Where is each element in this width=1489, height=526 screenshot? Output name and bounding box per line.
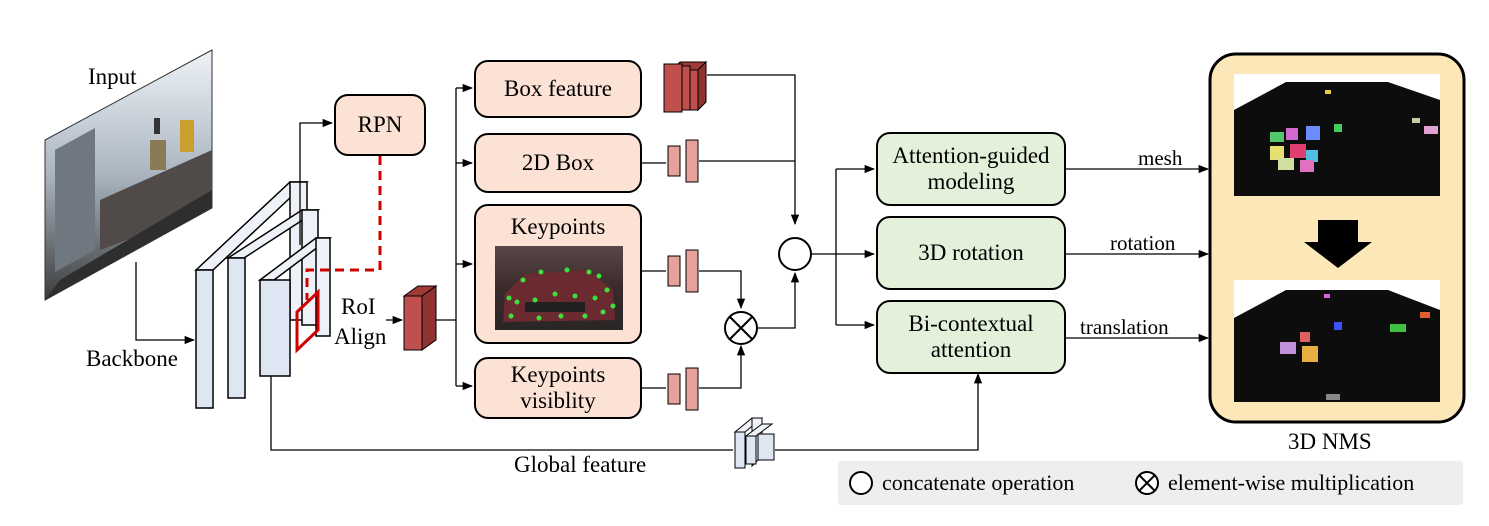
box-feature-maps (663, 60, 708, 113)
legend-concat-label: concatenate operation (882, 470, 1075, 495)
input-image (44, 49, 213, 301)
roi-region (295, 288, 320, 354)
keypoints-head: Keypoints (474, 204, 642, 344)
global-feature-label: Global feature (514, 452, 647, 477)
attention-label-line1: Attention-guided (892, 143, 1050, 168)
fc-2d-box (667, 139, 699, 183)
rpn-box: RPN (334, 94, 426, 156)
input-label: Input (88, 64, 137, 89)
backbone-label: Backbone (86, 346, 178, 371)
rpn-proposal-link (305, 156, 382, 300)
translation-output-label: translation (1080, 315, 1169, 339)
roi-align-label-line2: Align (334, 324, 387, 349)
mesh-output-label: mesh (1138, 146, 1183, 170)
multiply-operation (724, 311, 758, 345)
keypoints-visibility-label-line2: visiblity (520, 388, 596, 413)
legend-multiply-icon (1135, 471, 1159, 495)
attention-guided-modeling-box: Attention-guided modeling (876, 132, 1066, 206)
bicontext-label-line1: Bi-contextual (908, 311, 1034, 336)
nms-after-render (1234, 280, 1440, 402)
box-feature-head: Box feature (474, 60, 642, 118)
rotation-output-label: rotation (1110, 231, 1176, 255)
roi-feature (402, 285, 438, 351)
nms-before-render (1234, 74, 1440, 196)
keypoints-visibility-head: Keypoints visiblity (474, 357, 642, 419)
concat-operation (778, 237, 812, 271)
global-feature-maps (733, 417, 775, 469)
keypoints-car-image (495, 246, 623, 330)
attention-label-line2: modeling (927, 169, 1015, 194)
connectors (135, 74, 1210, 451)
nms-down-arrow (1304, 220, 1372, 268)
bicontextual-attention-box: Bi-contextual attention (876, 300, 1066, 374)
nms-label: 3D NMS (1288, 429, 1372, 454)
legend-concat-icon (849, 471, 873, 495)
keypoints-visibility-label-line1: Keypoints (510, 362, 606, 387)
bicontext-label-line2: attention (930, 337, 1012, 362)
roi-align-label-line1: RoI (341, 294, 376, 319)
keypoints-label: Keypoints (510, 214, 606, 239)
legend-multiply-label: element-wise multiplication (1168, 470, 1415, 495)
backbone-feature-maps (194, 181, 333, 409)
rotation-3d-box: 3D rotation (876, 216, 1066, 290)
box-2d-head: 2D Box (474, 133, 642, 193)
fc-keypoints (667, 249, 699, 293)
legend: concatenate operation element-wise multi… (838, 461, 1463, 505)
fc-keypoints-visibility (667, 367, 699, 411)
